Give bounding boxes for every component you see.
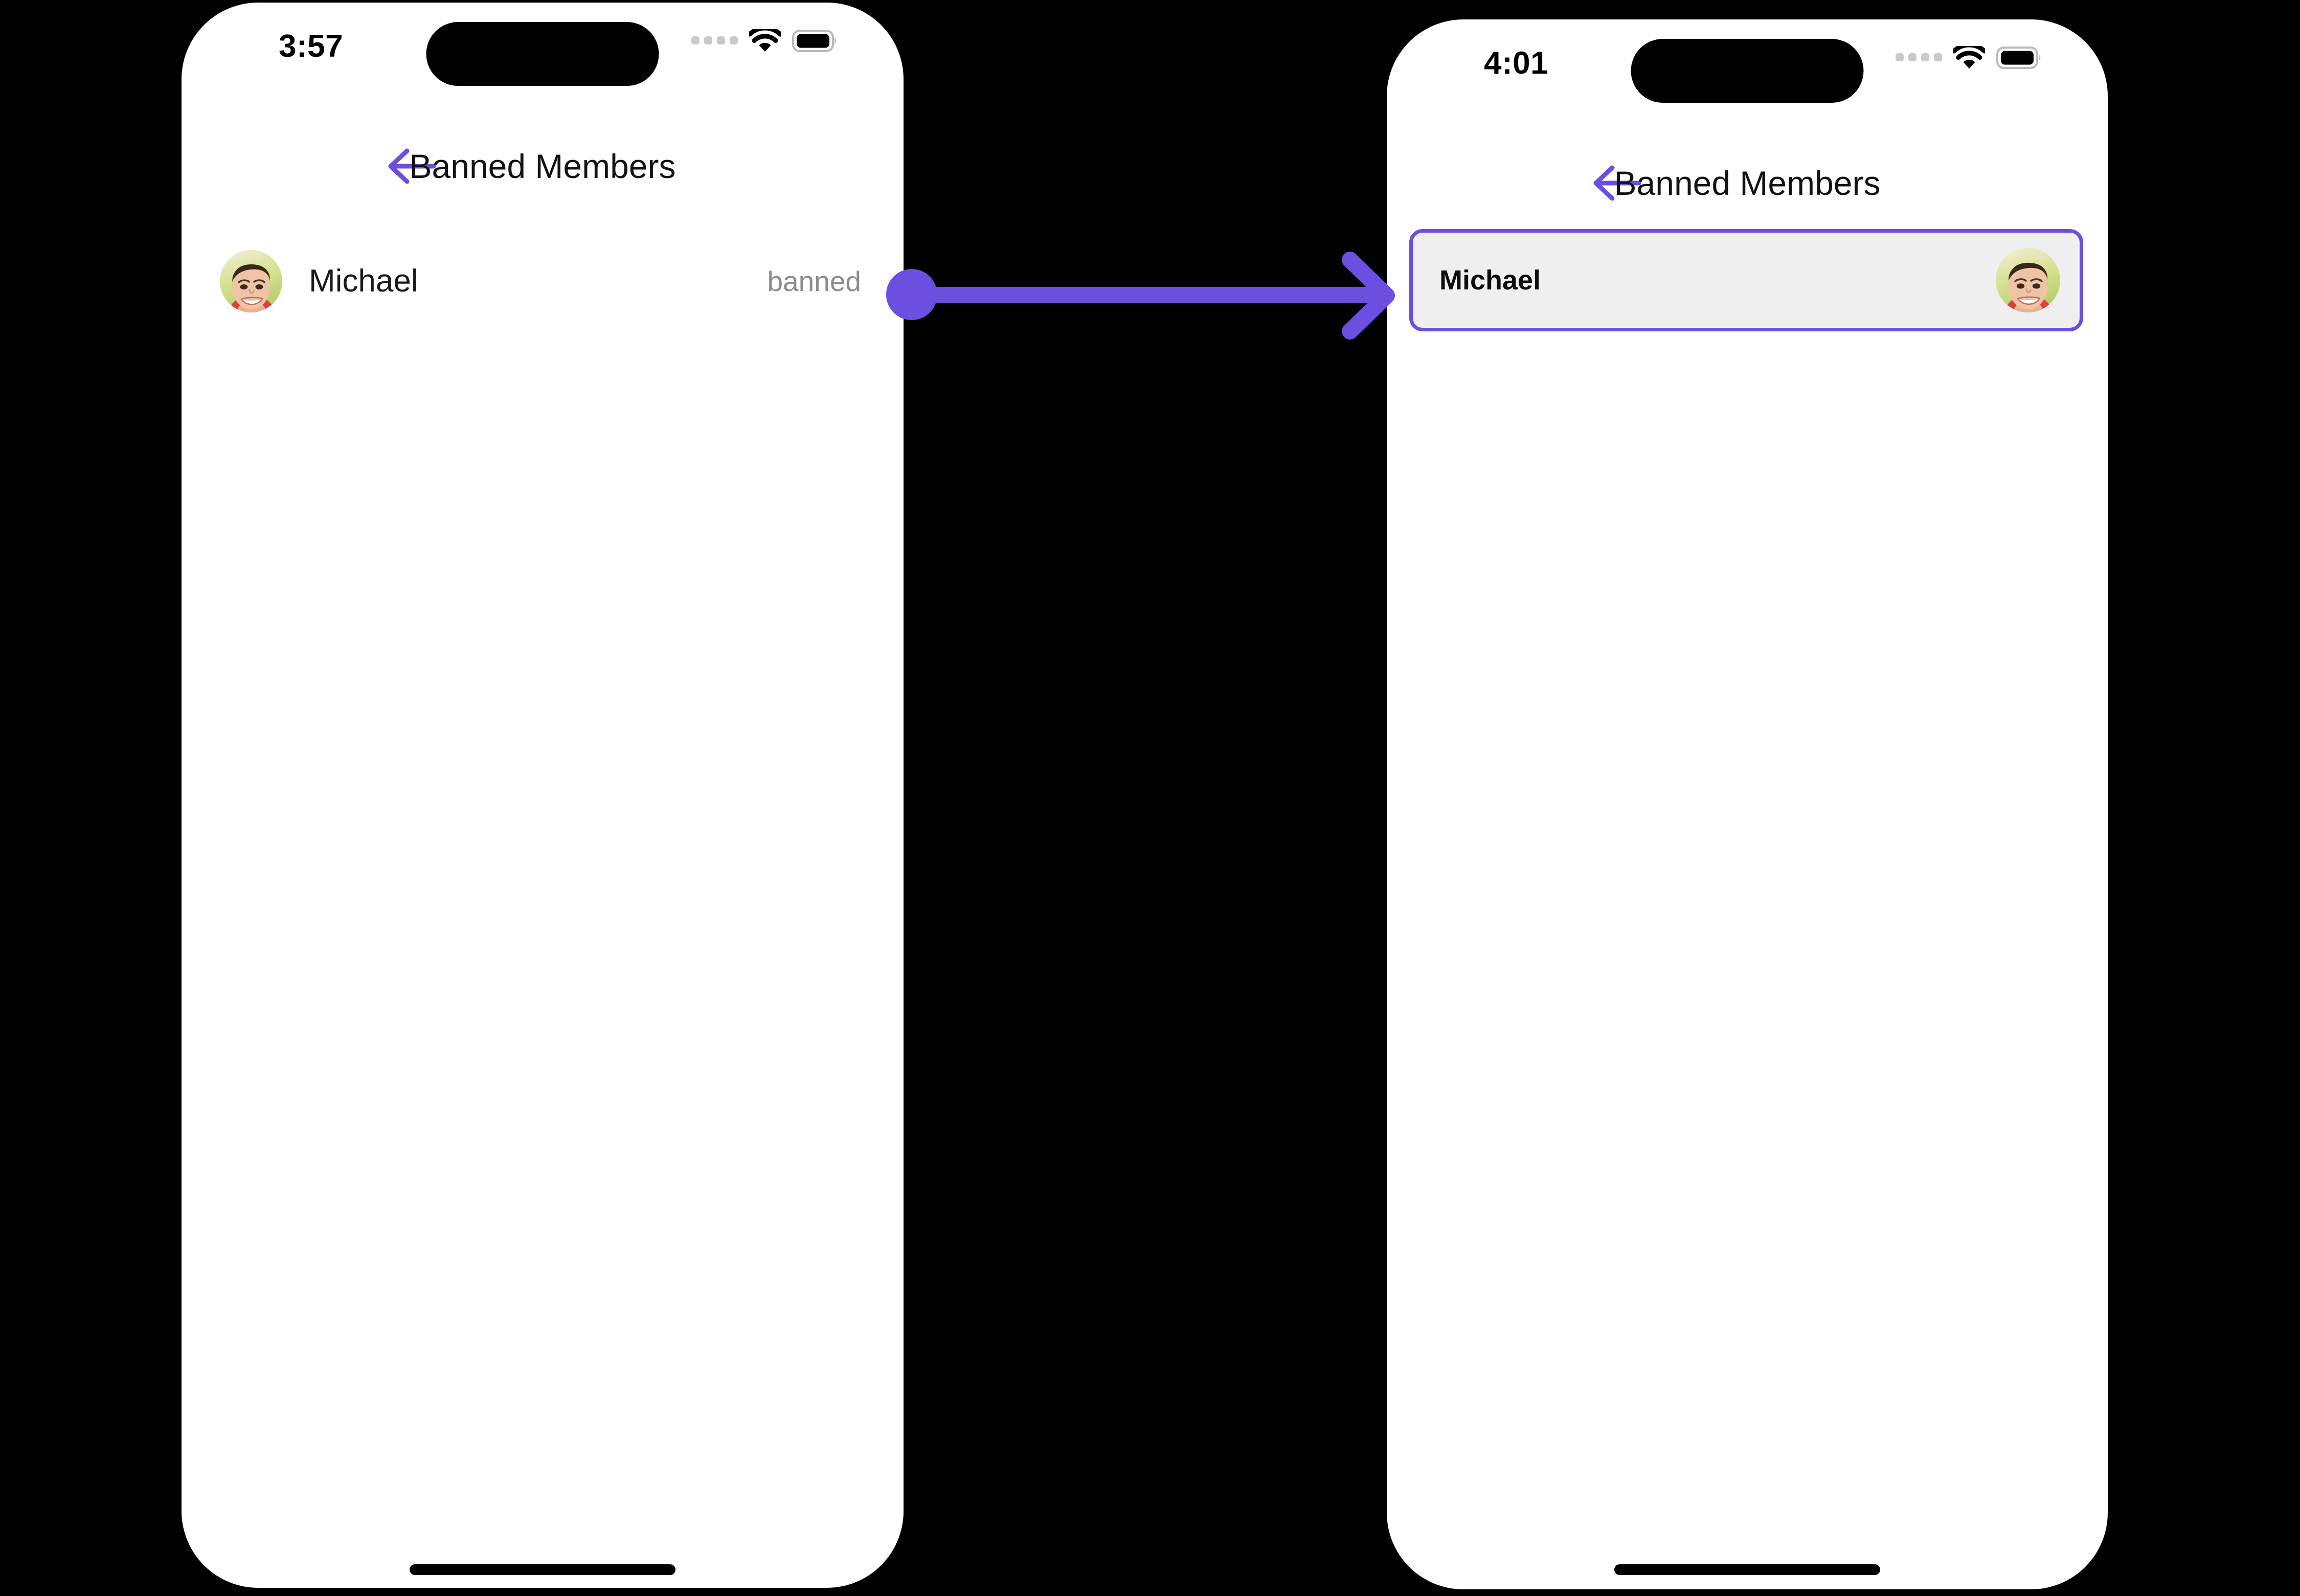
dynamic-island xyxy=(426,22,659,86)
phone-screen-before: 3:57 xyxy=(182,3,904,1588)
arrow-head xyxy=(1342,252,1395,340)
member-name: Michael xyxy=(309,263,418,299)
signal-dots-icon xyxy=(691,36,738,44)
avatar xyxy=(1996,248,2060,312)
battery-icon xyxy=(792,30,837,52)
back-arrow-icon[interactable] xyxy=(384,146,437,187)
status-bar: 3:57 xyxy=(182,3,904,86)
home-indicator xyxy=(410,1564,675,1575)
nav-bar: Banned Members xyxy=(182,133,904,197)
dynamic-island xyxy=(1631,39,1864,103)
page-title: Banned Members xyxy=(409,147,676,185)
status-icons xyxy=(1896,42,2041,70)
status-time: 3:57 xyxy=(279,29,344,64)
battery-icon xyxy=(1996,47,2041,69)
wifi-icon xyxy=(747,26,783,53)
status-time: 4:01 xyxy=(1484,46,1549,81)
selected-member-card[interactable]: Michael xyxy=(1409,229,2083,331)
phone-screen-after: 4:01 xyxy=(1387,19,2108,1589)
wifi-icon xyxy=(1951,42,1987,70)
status-badge: banned xyxy=(767,265,861,297)
status-icons xyxy=(691,26,837,53)
signal-dots-icon xyxy=(1896,53,1942,61)
page-title: Banned Members xyxy=(1614,164,1881,202)
member-name: Michael xyxy=(1439,264,1541,296)
back-arrow-icon[interactable] xyxy=(1589,163,1642,204)
home-indicator xyxy=(1614,1564,1880,1575)
status-bar: 4:01 xyxy=(1387,19,2108,103)
list-item[interactable]: Michael banned xyxy=(182,243,904,320)
avatar xyxy=(220,250,282,312)
nav-bar: Banned Members xyxy=(1387,150,2108,214)
